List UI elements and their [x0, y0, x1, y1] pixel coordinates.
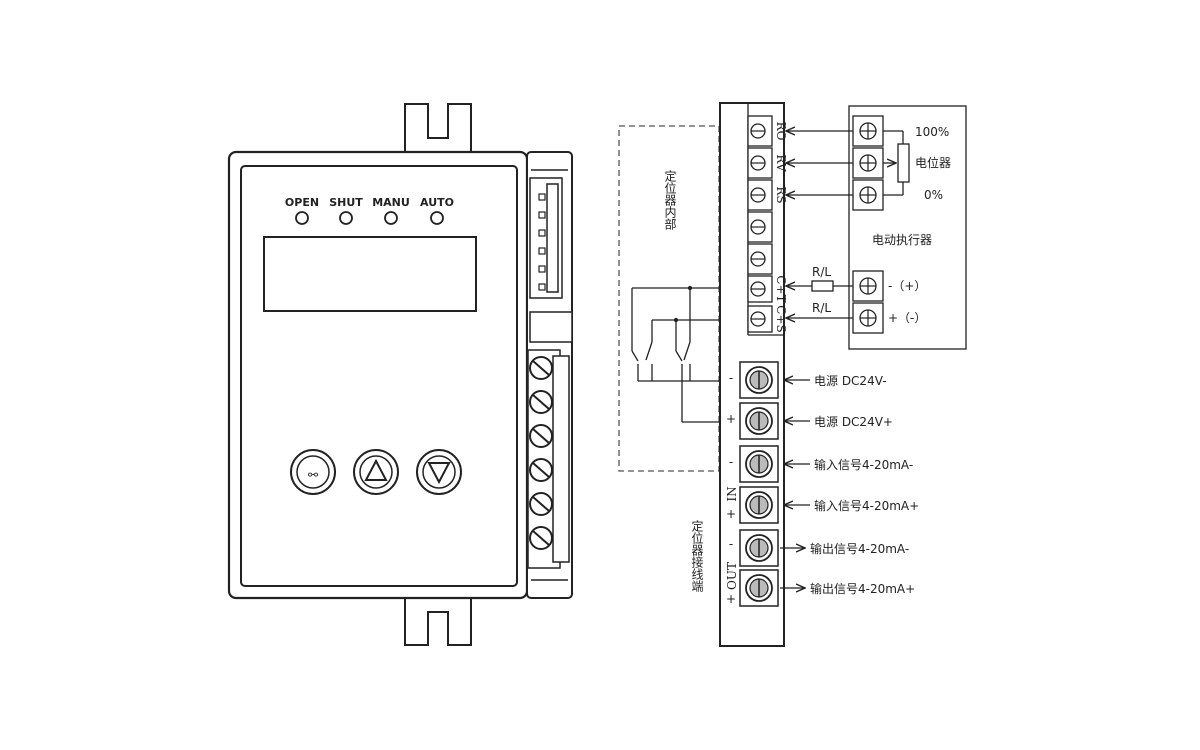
positioner-device: OPEN SHUT MANU AUTO ⚯: [227, 103, 573, 646]
small-terminal-ct: C+T: [747, 275, 788, 303]
bottom-din-clip: [404, 598, 472, 646]
resistor-label-2: R/L: [812, 301, 831, 315]
terminal-code: RV: [774, 154, 788, 172]
shut-led: [339, 211, 353, 225]
small-terminal-blank: [747, 211, 773, 243]
up-button[interactable]: [353, 449, 399, 495]
out-minus-sign: -: [729, 537, 733, 551]
indicator-label-manu: MANU: [372, 196, 410, 209]
in-group-label: IN: [725, 486, 739, 501]
power-plus-sign: +: [726, 412, 736, 426]
side-screw-terminals: [527, 349, 570, 569]
input-plus-label: 输入信号4-20mA+: [814, 498, 919, 513]
out-plus-sign: +: [726, 592, 736, 606]
up-arrow-icon: [364, 458, 388, 481]
input-terminal-plus: [739, 486, 779, 524]
screw-terminal: [529, 526, 553, 550]
indicator-label-open: OPEN: [285, 196, 319, 209]
pot-label: 电位器: [915, 155, 951, 170]
screw-terminal: [529, 424, 553, 448]
power-plus-label: 电源 DC24V+: [814, 415, 893, 429]
small-terminal-rs: RS: [747, 179, 788, 211]
actuator-terminals: [852, 115, 884, 334]
output-terminal-minus: [739, 529, 779, 567]
out-group-label: OUT: [725, 562, 739, 590]
power-terminal-plus: [739, 402, 779, 440]
limit-neg-label: -（+）: [888, 279, 926, 293]
power-minus-label: 电源 DC24V-: [814, 374, 887, 388]
screw-terminal: [529, 356, 553, 380]
limit-pos-label: +（-）: [888, 311, 926, 325]
indicator-label-shut: SHUT: [329, 196, 363, 209]
auto-led: [430, 211, 444, 225]
screw-terminal: [529, 390, 553, 414]
terminal-code: C+T: [774, 275, 788, 302]
terminal-code: RS: [774, 186, 788, 203]
screw-terminal: [529, 492, 553, 516]
down-arrow-icon: [427, 462, 451, 485]
manu-led: [384, 211, 398, 225]
in-plus-sign: +: [726, 507, 736, 521]
small-terminal-ro: RO: [747, 115, 788, 147]
internal-label: 定位器内部: [663, 169, 677, 230]
output-plus-label: 输出信号4-20mA+: [810, 581, 915, 596]
open-led: [295, 211, 309, 225]
top-din-clip: [404, 103, 472, 152]
output-minus-label: 输出信号4-20mA-: [810, 541, 909, 556]
terminal-code: C+S: [774, 305, 788, 332]
resistor-label-1: R/L: [812, 265, 831, 279]
terminal-code: RO: [774, 122, 788, 141]
potentiometer-symbol: [883, 130, 910, 196]
power-minus-sign: -: [729, 371, 733, 385]
signal-wires: [780, 380, 810, 588]
small-terminal-blank: [747, 243, 773, 275]
device-face: [240, 165, 518, 587]
relay-contacts: [631, 285, 720, 423]
upper-connector: [529, 177, 573, 343]
power-terminal-minus: [739, 361, 779, 399]
mode-button[interactable]: ⚯: [290, 449, 336, 495]
terminal-block-label: 定位器接线端: [690, 519, 704, 593]
in-minus-sign: -: [729, 455, 733, 469]
indicator-label-auto: AUTO: [420, 196, 454, 209]
output-terminal-plus: [739, 569, 779, 607]
input-minus-label: 输入信号4-20mA-: [814, 457, 913, 472]
down-button[interactable]: [416, 449, 462, 495]
mode-icon: ⚯: [308, 468, 318, 482]
input-terminal-minus: [739, 445, 779, 483]
indicator-row: OPEN SHUT MANU AUTO: [285, 196, 454, 225]
wiring-section: 定位器内部: [618, 102, 967, 647]
feedback-wires: [786, 131, 853, 318]
screw-terminal: [529, 458, 553, 482]
pot-low-label: 0%: [924, 188, 943, 202]
actuator-title: 电动执行器: [872, 233, 932, 247]
small-terminal-rv: RV: [747, 147, 788, 179]
small-terminal-cs: C+S: [747, 305, 788, 333]
lcd-display: [263, 236, 477, 312]
pot-high-label: 100%: [915, 125, 949, 139]
